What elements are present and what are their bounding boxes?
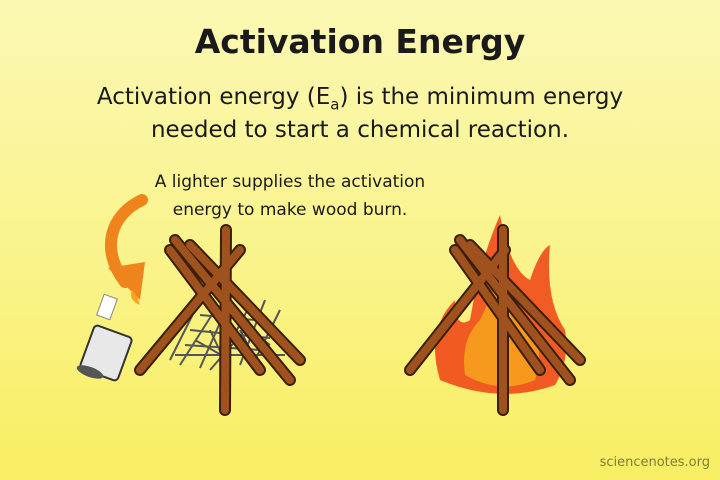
definition-line-1: Activation energy (Ea) is the minimum en… <box>96 84 624 114</box>
page-title: Activation Energy <box>194 22 526 61</box>
definition-line-2: needed to start a chemical reaction. <box>150 117 570 143</box>
lighter-icon <box>76 290 140 382</box>
watermark: sciencenotes.org <box>599 455 710 470</box>
